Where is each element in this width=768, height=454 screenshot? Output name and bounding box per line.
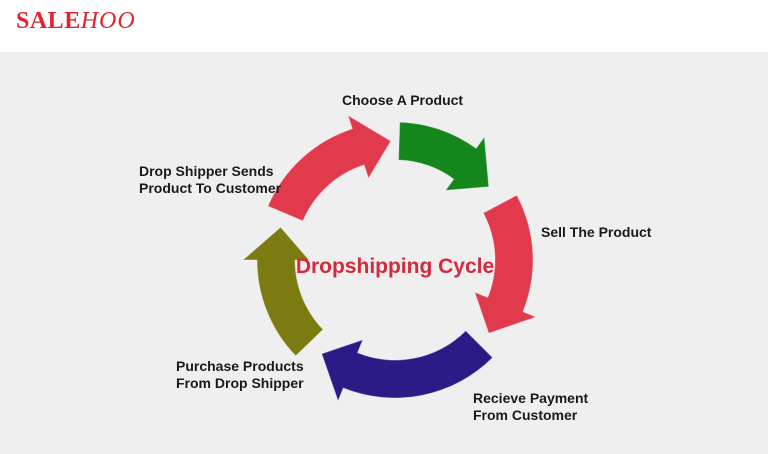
logo-sale-text: SALE [16, 8, 81, 34]
diagram-title: Dropshipping Cycle [295, 255, 495, 278]
cycle-diagram [241, 114, 538, 403]
step-label-receive-payment: Recieve Payment From Customer [473, 390, 589, 423]
segment-choose-arrow [267, 114, 392, 222]
salehoo-logo[interactable]: SALE HOO [16, 8, 136, 42]
step-label-choose-product: Choose A Product [342, 92, 464, 108]
header-bar: SALE HOO [0, 0, 768, 52]
segment-purchase-arrow [321, 330, 494, 403]
step-label-purchase-products: Purchase Products From Drop Shipper [176, 358, 304, 391]
diagram-stage: Dropshipping Cycle Choose A Product Sell… [0, 52, 768, 454]
segment-receive-arrow [473, 194, 538, 334]
logo-hoo-text: HOO [80, 8, 136, 34]
step-label-sell-product: Sell The Product [541, 224, 652, 240]
segment-drop-ship-arrow [241, 226, 324, 357]
segment-sell-arrow [397, 121, 490, 192]
step-label-drop-shipper-sends: Drop Shipper Sends Product To Customer [139, 163, 282, 196]
